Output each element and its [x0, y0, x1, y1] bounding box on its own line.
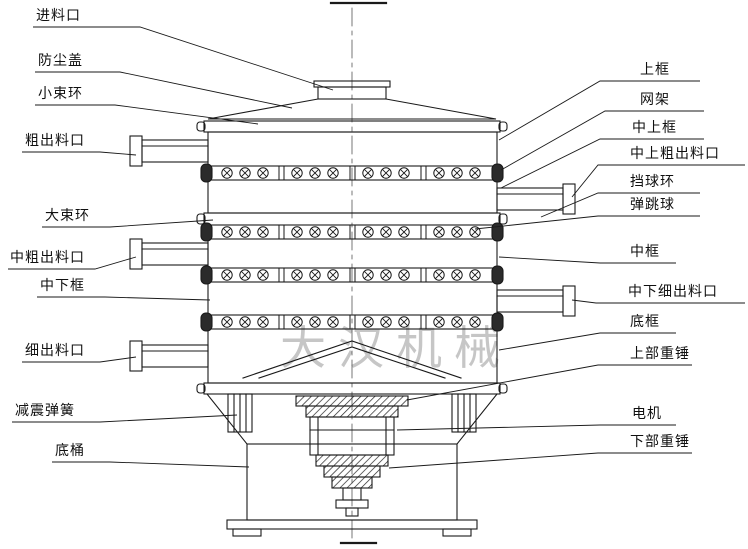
label-coarse-outlet: 粗出料口 — [25, 133, 85, 149]
screen-ball-rows — [200, 163, 504, 332]
base-clamp-band — [196, 382, 508, 395]
label-mid-upper-coarse-outlet: 中上粗出料口 — [630, 146, 720, 162]
base-skirt-left — [206, 393, 248, 445]
leader-mid-lower-fine-outlet — [571, 299, 745, 304]
label-mid-coarse-outlet: 中粗出料口 — [10, 250, 85, 266]
label-bottom-frame: 底框 — [630, 314, 660, 330]
leader-dust-cover — [35, 71, 293, 109]
label-small-clamp-ring: 小束环 — [38, 86, 83, 102]
dust-cover — [207, 98, 497, 120]
leader-bouncing-ball — [474, 215, 700, 230]
label-dust-cover: 防尘盖 — [38, 53, 83, 69]
leader-middle-frame — [498, 256, 676, 264]
screen-ball-row — [200, 163, 504, 183]
motor-shaft — [335, 487, 369, 517]
outlet-mid-coarse — [129, 238, 209, 270]
discharge-cone — [242, 340, 462, 379]
label-ball-retainer-ring: 挡球环 — [630, 174, 675, 190]
machine-drawing — [129, 1, 576, 545]
label-middle-frame: 中框 — [630, 244, 660, 260]
leader-base-barrel — [52, 461, 250, 468]
label-mid-upper-frame: 中上框 — [632, 120, 677, 136]
label-upper-frame: 上框 — [640, 62, 670, 78]
watermark-text: 大汉机械 — [280, 321, 512, 375]
leader-mid-lower-frame — [37, 296, 211, 301]
label-mid-lower-fine-outlet: 中下细出料口 — [628, 284, 718, 300]
outlet-mid-upper-coarse — [496, 183, 576, 215]
label-motor: 电机 — [632, 406, 662, 422]
leader-mid-coarse-outlet — [8, 256, 137, 270]
label-base-barrel: 底桶 — [55, 443, 85, 459]
label-damping-spring: 减震弹簧 — [15, 403, 75, 419]
label-feed-inlet: 进料口 — [36, 8, 81, 24]
label-bouncing-ball: 弹跳球 — [630, 197, 675, 213]
label-lower-weight: 下部重锤 — [630, 434, 690, 450]
label-fine-outlet: 细出料口 — [25, 343, 85, 359]
label-screen-frame: 网架 — [640, 92, 670, 108]
outlet-fine — [129, 340, 209, 372]
leader-ball-retainer-ring — [540, 192, 700, 218]
leader-feed-inlet — [33, 26, 334, 91]
leader-motor — [396, 424, 676, 431]
leader-fine-outlet — [22, 356, 137, 363]
label-mid-lower-frame: 中下框 — [40, 278, 85, 294]
damping-spring-left — [227, 393, 253, 433]
leader-large-clamp-ring — [42, 219, 214, 228]
leader-lower-weight — [388, 452, 692, 469]
motor-assembly — [295, 395, 409, 517]
leader-lines — [8, 26, 745, 469]
outlet-mid-lower-fine — [496, 285, 576, 317]
leader-upper-frame — [498, 80, 700, 141]
leader-screen-frame — [500, 110, 704, 171]
outlet-coarse — [129, 135, 209, 167]
base-skirt-right — [456, 393, 498, 445]
leader-mid-upper-coarse-outlet — [571, 164, 745, 198]
leader-damping-spring — [12, 414, 238, 423]
label-large-clamp-ring: 大束环 — [45, 208, 90, 224]
leader-mid-upper-frame — [500, 138, 704, 189]
screen-ball-row — [200, 312, 504, 332]
screen-ball-row — [200, 265, 504, 285]
screen-ball-row — [200, 222, 504, 242]
label-upper-weight: 上部重锤 — [630, 346, 690, 362]
leader-small-clamp-ring — [35, 104, 259, 125]
damping-spring-right — [451, 393, 477, 433]
leader-bottom-frame — [498, 332, 676, 351]
leader-coarse-outlet — [22, 151, 137, 156]
leader-upper-weight — [406, 364, 692, 401]
